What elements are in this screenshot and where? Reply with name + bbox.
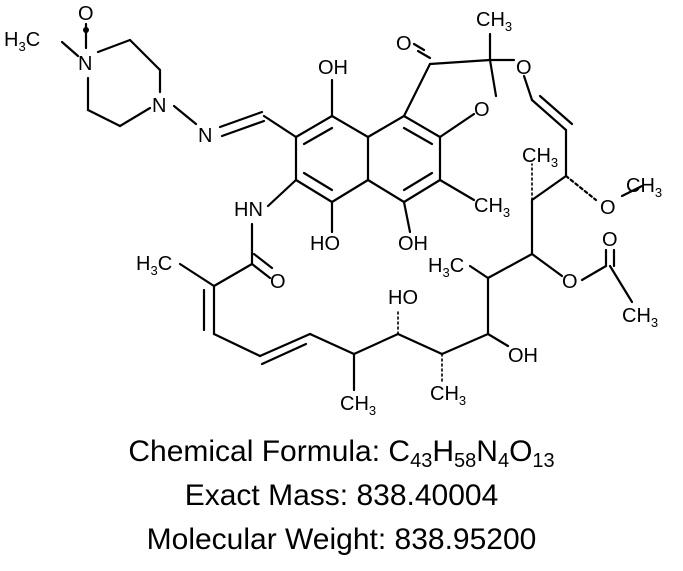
formula-o-count: 13 [532, 450, 555, 472]
label-furan-o: O [474, 99, 490, 121]
label-acetoxy-o: O [562, 271, 578, 293]
formula-n: N [476, 435, 498, 468]
bond-lines [60, 22, 644, 392]
label-piperazine-n2: N [152, 95, 166, 117]
label-n-oxide-o: O [78, 3, 94, 25]
formula-n-count: 4 [497, 450, 510, 472]
formula-h-count: 58 [454, 450, 477, 472]
label-n-oxide-n: N [78, 53, 92, 75]
label-oh-bottom: OH [508, 345, 538, 367]
label-ho-top: HO [388, 287, 418, 309]
formula-h: H [432, 435, 455, 468]
label-oh-c1: OH [318, 57, 348, 79]
label-h3c-mid: H3C [428, 255, 464, 280]
formula-c: C [388, 435, 411, 468]
label-methoxy-o: O [600, 197, 616, 219]
label-amide-o: O [270, 271, 286, 293]
label-ch3-bottom-mid: CH3 [430, 383, 466, 408]
formula-o: O [509, 435, 533, 468]
label-ch3-arom: CH3 [474, 195, 510, 220]
label-hydrazone-n: N [198, 125, 212, 147]
label-oh-c4: OH [398, 233, 428, 255]
label-acetyl-o: O [602, 229, 618, 251]
chemical-formula: Chemical Formula: C43H58N4O13 [0, 430, 683, 474]
formula-prefix: Chemical Formula: [128, 435, 389, 468]
label-methoxy-ch3: CH3 [626, 175, 662, 200]
n-oxide-dot [83, 27, 89, 33]
exact-mass: Exact Mass: 838.40004 [184, 479, 499, 512]
molecular-weight: Molecular Weight: 838.95200 [146, 523, 537, 556]
label-oh-c8: HO [310, 233, 340, 255]
formula-c-count: 43 [410, 450, 433, 472]
label-lactone-carbonyl-o: O [396, 33, 412, 55]
label-ch3-side: CH3 [522, 145, 558, 170]
label-h3c-n-methyl: H3C [4, 29, 40, 54]
label-acetyl-ch3: CH3 [622, 305, 658, 330]
label-nh: HN [234, 199, 263, 221]
label-ch3-bottom-left: CH3 [340, 393, 376, 418]
label-ch3-c2: CH3 [476, 9, 512, 34]
caption-block: Chemical Formula: C43H58N4O13 Exact Mass… [0, 430, 683, 562]
label-h3c-amide: H3C [136, 253, 172, 278]
label-ring-o-top: O [516, 57, 532, 79]
